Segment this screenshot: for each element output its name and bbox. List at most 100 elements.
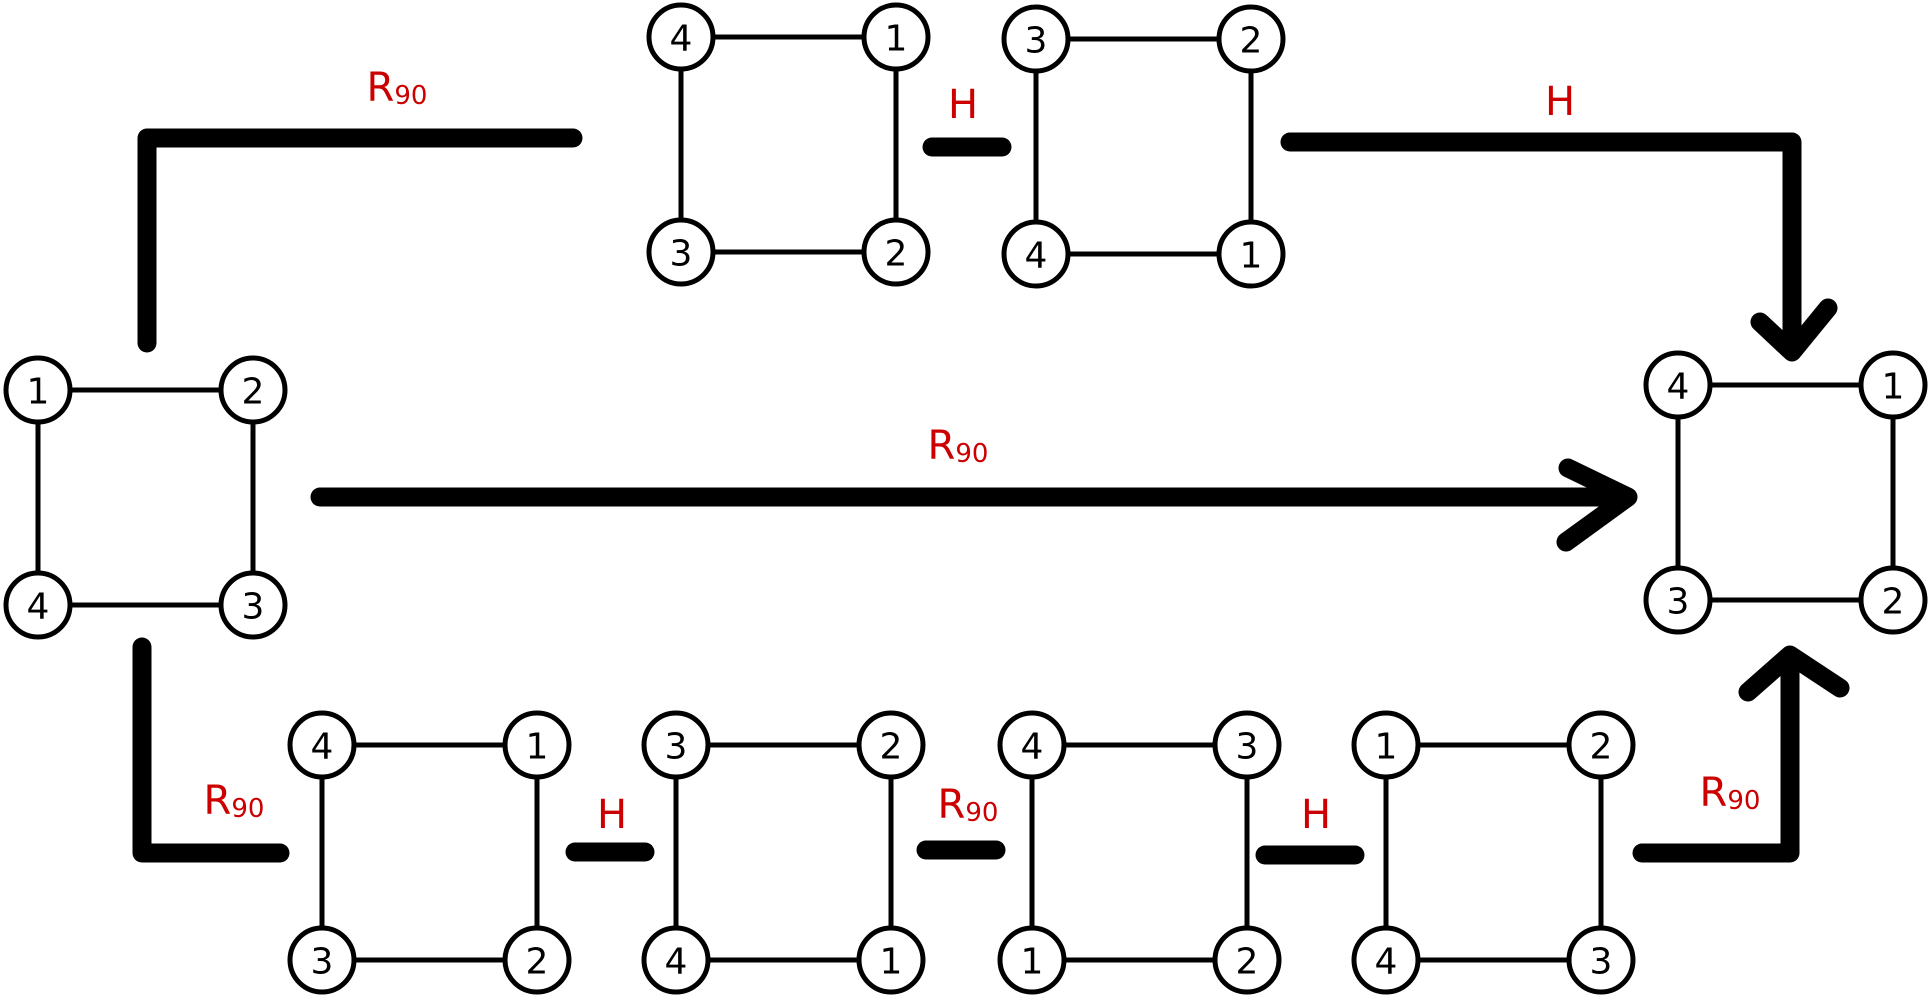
- node-label: 3: [665, 727, 688, 768]
- node-label: 3: [670, 234, 693, 275]
- square-bottom-3: 4 3 1 2: [997, 710, 1282, 995]
- node-circle: [218, 570, 288, 640]
- graph-node: 2: [1212, 925, 1282, 995]
- node-circle: [1216, 219, 1286, 289]
- node-label: 1: [1882, 367, 1905, 408]
- op-label-bottom-h1: H: [597, 792, 627, 838]
- graph-node: 1: [856, 925, 926, 995]
- node-circle: [502, 925, 572, 995]
- graph-node: 2: [861, 217, 931, 287]
- op-label-top-left: R90: [367, 65, 428, 111]
- node-circle: [1643, 565, 1713, 635]
- node-circle: [641, 925, 711, 995]
- node-label: 1: [1375, 727, 1398, 768]
- node-label: 2: [1882, 582, 1905, 623]
- node-circle: [646, 217, 716, 287]
- op-label-middle: R90: [928, 423, 989, 469]
- node-label: 3: [1590, 942, 1613, 983]
- node-circle: [1351, 710, 1421, 780]
- node-circle: [861, 2, 931, 72]
- arrow-bottom-left-connector: [132, 637, 290, 863]
- node-label: 1: [885, 19, 908, 60]
- graph-node: 1: [861, 2, 931, 72]
- node-label: 3: [242, 587, 265, 628]
- graph-node: 3: [1001, 4, 1071, 74]
- square-bottom-2: 3 2 4 1: [641, 710, 926, 995]
- node-label: 4: [1021, 727, 1044, 768]
- graph-node: 4: [1001, 219, 1071, 289]
- node-circle: [641, 710, 711, 780]
- node-circle: [1643, 350, 1713, 420]
- node-circle: [287, 925, 357, 995]
- node-label: 1: [27, 372, 50, 413]
- node-circle: [218, 355, 288, 425]
- node-label: 4: [1667, 367, 1690, 408]
- operation-labels: R90 H H R90 R90 H R90 H R90: [204, 65, 1761, 838]
- graph-node: 4: [646, 2, 716, 72]
- node-circle: [1858, 350, 1928, 420]
- op-label-bottom-r2: R90: [938, 782, 999, 828]
- graph-node: 4: [641, 925, 711, 995]
- op-label-top-right: H: [1545, 79, 1575, 125]
- node-circle: [1216, 4, 1286, 74]
- graph-node: 2: [502, 925, 572, 995]
- node-circle: [646, 2, 716, 72]
- node-label: 2: [1240, 21, 1263, 62]
- square-result: 4 1 3 2: [1643, 350, 1928, 635]
- node-label: 2: [880, 727, 903, 768]
- graph-node: 3: [641, 710, 711, 780]
- arrow-bottom-right: [1632, 650, 1800, 863]
- square-top-1: 4 1 3 2: [646, 2, 931, 287]
- node-circle: [1001, 4, 1071, 74]
- arrow-bottom-right-head: [1738, 645, 1850, 702]
- node-circle: [1212, 925, 1282, 995]
- node-circle: [1351, 925, 1421, 995]
- node-circle: [1566, 710, 1636, 780]
- node-label: 1: [1021, 942, 1044, 983]
- graph-node: 2: [218, 355, 288, 425]
- arrow-middle-head: [1556, 458, 1638, 552]
- node-label: 2: [242, 372, 265, 413]
- node-circle: [1001, 219, 1071, 289]
- arrow-top-left-connector: [137, 128, 583, 353]
- graph-node: 3: [646, 217, 716, 287]
- node-circle: [3, 570, 73, 640]
- square-top-2: 3 2 4 1: [1001, 4, 1286, 289]
- connectors: [132, 128, 1850, 865]
- node-label: 3: [1667, 582, 1690, 623]
- node-circle: [997, 710, 1067, 780]
- square-bottom-1: 4 1 3 2: [287, 710, 572, 995]
- graph-node: 2: [1858, 565, 1928, 635]
- node-circle: [861, 217, 931, 287]
- node-label: 2: [1590, 727, 1613, 768]
- node-circle: [1212, 710, 1282, 780]
- node-circle: [856, 710, 926, 780]
- op-label-bottom-right: R90: [1700, 770, 1761, 816]
- graph-node: 2: [1566, 710, 1636, 780]
- node-circle: [287, 710, 357, 780]
- node-label: 1: [880, 942, 903, 983]
- op-label-top-mid: H: [948, 82, 978, 128]
- graph-node: 1: [1351, 710, 1421, 780]
- node-circle: [502, 710, 572, 780]
- node-label: 1: [1240, 236, 1263, 277]
- graph-node: 4: [287, 710, 357, 780]
- node-label: 2: [526, 942, 549, 983]
- node-circle: [856, 925, 926, 995]
- graph-node: 3: [1566, 925, 1636, 995]
- graph-node: 2: [856, 710, 926, 780]
- op-label-bottom-h2: H: [1301, 792, 1331, 838]
- node-label: 3: [1025, 21, 1048, 62]
- graph-node: 1: [502, 710, 572, 780]
- node-label: 3: [1236, 727, 1259, 768]
- node-label: 2: [1236, 942, 1259, 983]
- arrow-top-right-head: [1750, 298, 1838, 362]
- node-circle: [1566, 925, 1636, 995]
- node-label: 3: [311, 942, 334, 983]
- graph-node: 3: [1643, 565, 1713, 635]
- arrow-top-right: [1280, 132, 1802, 360]
- graph-node: 1: [997, 925, 1067, 995]
